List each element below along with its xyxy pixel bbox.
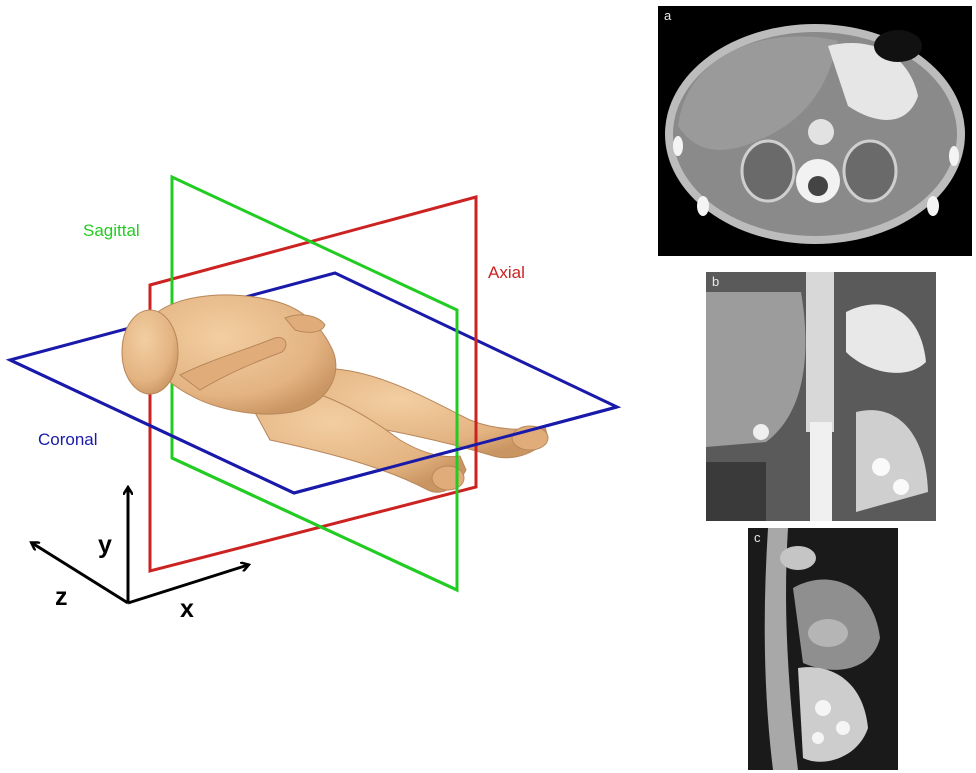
panel-letter-c: c [754, 530, 761, 545]
z-axis-label: z [55, 583, 68, 611]
ct-axial-image: a [658, 6, 972, 256]
panel-letter-a: a [664, 8, 671, 23]
ct-coronal-image: b [706, 272, 936, 521]
coronal-label: Coronal [38, 430, 98, 449]
z-axis-arrow [32, 543, 128, 603]
x-axis-label: x [180, 595, 194, 623]
human-body-figure [122, 295, 548, 492]
y-axis-label: y [98, 531, 112, 559]
ct-sagittal-image: c [748, 528, 898, 770]
panel-letter-b: b [712, 274, 719, 289]
axial-label: Axial [488, 263, 525, 282]
sagittal-label: Sagittal [83, 221, 140, 240]
